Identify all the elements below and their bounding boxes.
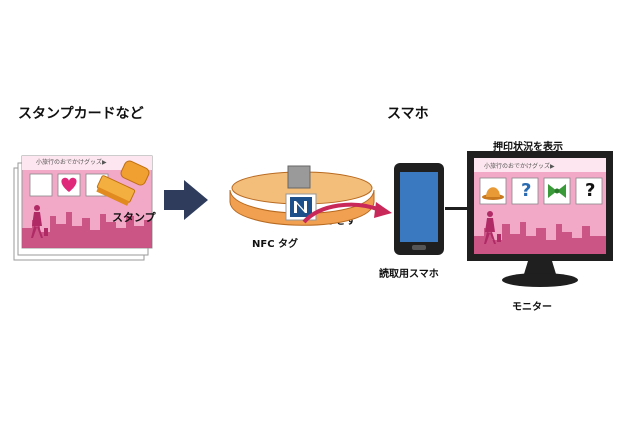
nfc-wristband — [229, 165, 375, 226]
stamp-label: スタンプ — [112, 211, 156, 224]
monitor — [467, 151, 613, 287]
card-header: 小旅行のおでかけグッズ▶ — [36, 158, 107, 166]
nfc-n-icon — [294, 201, 307, 213]
stamp-card-title: スタンプカードなど — [18, 106, 144, 122]
cable-line — [445, 207, 470, 210]
heart-icon — [61, 177, 77, 192]
card-header-text: 小旅行のおでかけグッズ▶ — [36, 158, 107, 166]
reader-phone-label: 読取用スマホ — [379, 269, 439, 280]
reader-smartphone — [394, 163, 444, 255]
flow-arrow-icon — [164, 180, 208, 220]
monitor-header-text: 小旅行のおでかけグッズ▶ — [484, 162, 555, 170]
monitor-label: モニター — [512, 302, 552, 313]
stamp-tool-icon — [96, 160, 150, 206]
smartphone-title: スマホ — [387, 106, 429, 122]
monitor-header: 小旅行のおでかけグッズ▶ — [484, 162, 555, 170]
walking-woman-icon — [484, 211, 501, 244]
walking-woman-icon — [31, 205, 48, 238]
nfc-tag-label: NFC タグ — [252, 239, 299, 250]
stamp-status-label: 押印状況を表示 — [493, 142, 563, 153]
hat-icon — [482, 187, 504, 200]
ribbon-icon — [548, 184, 566, 198]
question-mark-icon: ? — [585, 180, 596, 201]
hold-arrow-icon — [302, 202, 392, 224]
question-mark-icon: ? — [521, 180, 532, 201]
stamp-card-stack — [13, 155, 153, 261]
